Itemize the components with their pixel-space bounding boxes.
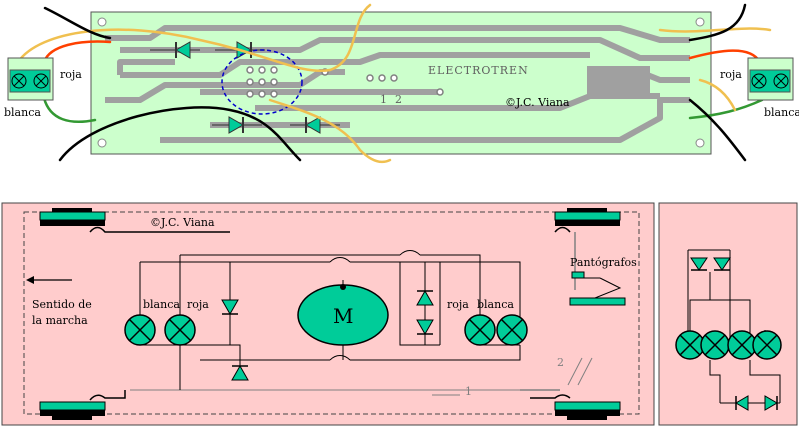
left-lamp-label-a: blanca [143,298,180,311]
pickup-label-1: 1 [465,385,472,398]
wire-black [688,98,747,162]
pcb-title: ELECTROTREN [428,64,529,77]
mount-hole [97,17,107,27]
side-schematic-panel [658,202,798,426]
diode-icon [416,289,434,306]
diode-icon [416,319,434,336]
lamp-red-left [164,314,196,346]
right-lamp-label-a: roja [447,298,469,311]
mount-hole [695,138,705,148]
wheel-set [554,208,621,226]
diode-icon [221,299,239,316]
mount-hole [695,17,705,27]
wire-orange [328,3,372,72]
wire-orange [658,27,772,33]
motor-icon [297,284,389,346]
pickup-label-2: 2 [557,356,564,369]
diode-icon [735,395,749,411]
right-connector-top-label: roja [720,68,742,81]
schematic-main: ©J.C. Viana Sentido de la marcha [1,202,655,426]
pcb-pin-1: 1 [380,93,387,106]
left-connector: roja blanca [4,57,82,119]
wire-orange [16,28,332,72]
pickup-marker [432,357,593,396]
schematic-side [658,202,798,426]
lamp-red-right [464,314,496,346]
pcb-copyright: ©J.C. Viana [505,96,570,109]
right-lamp-label-b: blanca [477,298,514,311]
pantograph-label: Pantógrafos [570,256,637,269]
screw-terminal-icon [751,73,767,89]
lamp-icon [675,330,705,360]
diode-icon [764,395,778,411]
left-lamp-label-b: roja [187,298,209,311]
right-connector-bottom-label: blanca [764,106,799,119]
lamp-icon [700,330,730,360]
pcb-diode [212,116,262,134]
screw-terminal-icon [773,73,789,89]
screw-terminal-icon [33,73,49,89]
left-connector-bottom-label: blanca [4,106,41,119]
wheel-set [39,208,106,226]
wire-black [688,3,747,42]
wire-black [58,106,302,162]
schematic-copyright: ©J.C. Viana [150,216,215,229]
wheel-set [554,401,621,420]
diode-icon [231,364,249,381]
direction-label-line1: Sentido de [32,298,92,311]
lamp-white-right [496,314,528,346]
pcb-pin-2: 2 [395,93,402,106]
lamp-icon [727,330,757,360]
direction-arrow-icon [26,276,72,284]
wire-green [42,96,97,124]
pcb-ground-pad [587,66,650,96]
wire-orange [268,98,392,164]
wire-black [43,6,112,40]
right-connector: roja blanca [720,57,799,119]
diode-icon [713,257,731,271]
wire-green [688,98,764,120]
wheel-set [39,401,106,420]
diode-icon [690,257,708,271]
screw-terminal-icon [11,73,27,89]
direction-label-line2: la marcha [32,314,88,327]
lamp-white-left [124,314,156,346]
pcb-diode [150,41,200,59]
chassis-outline [23,211,640,415]
motor-label: M [333,304,353,328]
wire-orange [698,78,737,112]
pcb-pads [246,66,444,98]
pickup-wires [89,226,576,401]
pcb-view: ELECTROTREN 1 2 ©J.C. Viana roja [4,3,799,164]
mount-hole [97,138,107,148]
pantograph-icon [569,271,626,306]
lamp-icon [752,330,782,360]
highlight-circle [221,49,303,115]
pcb-wires [16,3,772,164]
left-connector-top-label: roja [60,68,82,81]
